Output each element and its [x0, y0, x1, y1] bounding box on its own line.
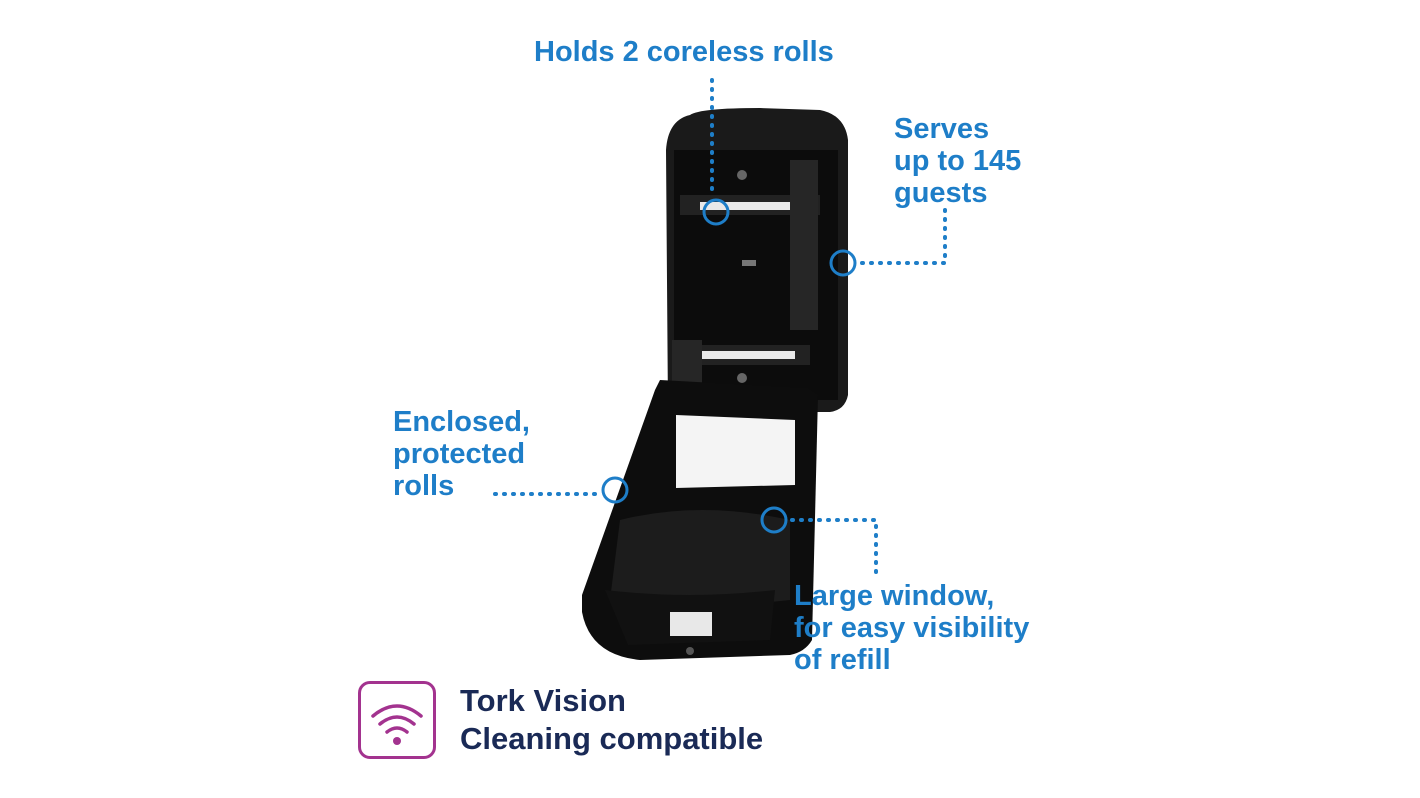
badge-line-1: Tork Vision: [460, 683, 626, 718]
tork-vision-badge: [358, 681, 436, 759]
badge-line-2: Cleaning compatible: [460, 721, 764, 756]
marker-serves: [829, 249, 857, 277]
callout-serves-guests: Serves up to 145 guests: [894, 113, 1022, 209]
callout-large-window: Large window, for easy visibility of ref…: [794, 580, 1030, 676]
badge-text: Tork Vision Cleaning compatible: [460, 682, 763, 758]
callout-markers: [601, 198, 857, 534]
callout-enclosed-rolls: Enclosed, protected rolls: [393, 406, 530, 502]
callout-holds-rolls: Holds 2 coreless rolls: [534, 36, 834, 68]
marker-window: [760, 506, 788, 534]
dispenser-lid: [582, 380, 818, 660]
wifi-signal-icon: [371, 704, 423, 745]
marker-holds: [702, 198, 730, 226]
dispenser-housing: [666, 108, 848, 412]
marker-enclosed: [601, 476, 629, 504]
leader-lines: [493, 78, 947, 578]
